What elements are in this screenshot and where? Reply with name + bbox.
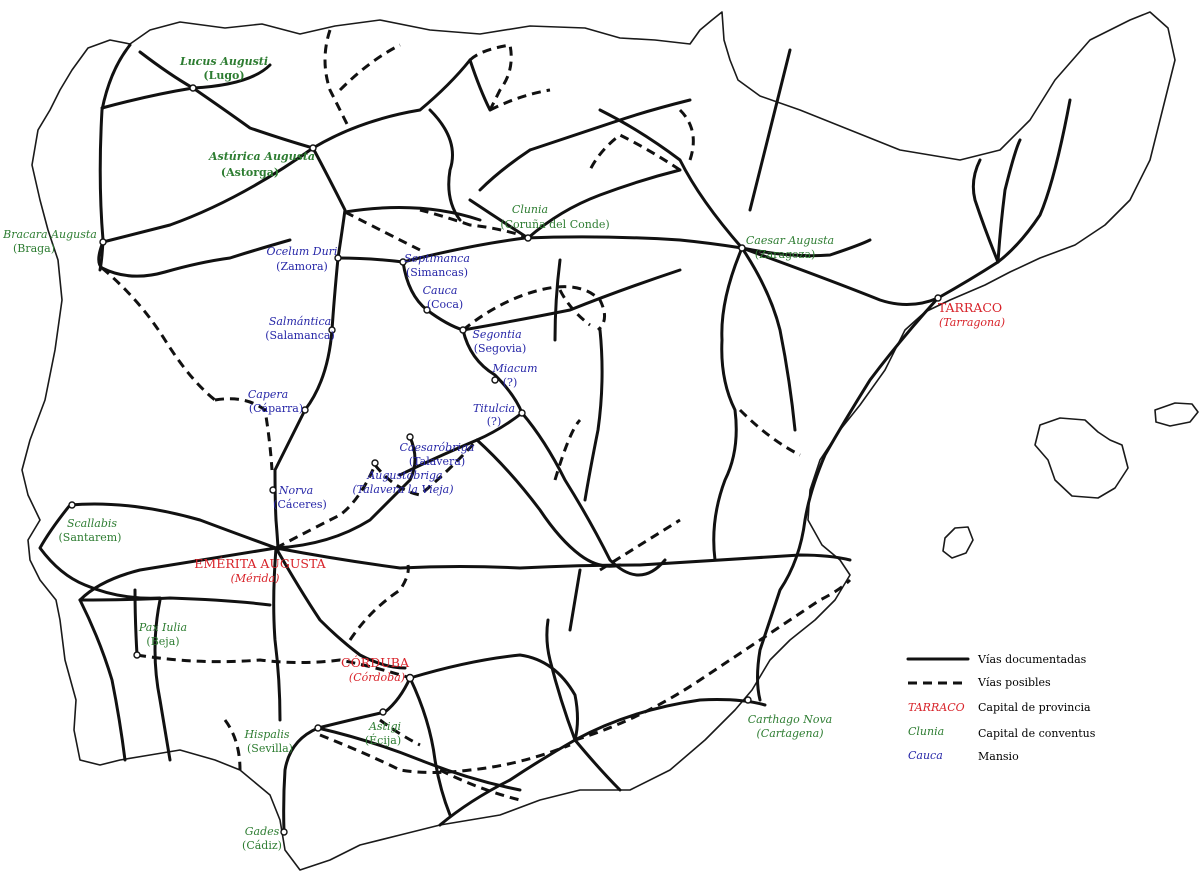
label-septimanca-modern: (Simancas) [406,266,468,279]
label-ocelum-name: Ocelum Duri [267,245,338,258]
label-gades-name: Gades [245,825,280,838]
label-titulcia-modern: (?) [487,415,501,428]
label-paxiulia-name: Pax Iulia [138,621,187,634]
node-gades [280,828,288,836]
label-corduba-name: CÓRDUBA [341,654,410,670]
label-asturica-modern: (Astorga) [221,166,279,179]
node-scallabis [68,501,76,509]
node-segontia [459,326,467,334]
label-clunia-modern: (Coruña del Conde) [500,218,609,231]
label-cauca-modern: (Coca) [427,298,463,311]
legend-mansio-example: Cauca [908,749,943,762]
legend-conventus-example: Clunia [908,725,944,738]
label-scallabis-modern: (Santarem) [59,531,122,544]
label-salmantica-name: Salmántica [269,315,331,328]
label-astigi-name: Astigi [368,720,401,733]
label-emerita-modern: (Mérida) [231,572,280,585]
label-segontia-name: Segontia [472,328,521,341]
node-augustobriga [371,459,379,467]
label-caesaraugusta-modern: (Zaragoza) [755,248,816,261]
node-capera [301,406,309,414]
legend-provincial-example: TARRACO [908,701,965,714]
node-carthago [744,696,752,704]
node-titulcia [518,409,526,417]
label-asturica-name: Astúrica Augusta [208,150,315,163]
label-caesaraugusta-name: Caesar Augusta [746,234,834,247]
label-norva-name: Norva [278,484,313,497]
node-salmantica [328,326,336,334]
node-norva [269,486,277,494]
legend-possible-label: Vías posibles [977,676,1051,689]
node-caesaraugusta [738,244,746,252]
label-corduba-modern: (Córdoba) [349,671,405,684]
label-augustobriga-name: Augustóbriga [366,469,442,482]
label-segontia-modern: (Segovia) [474,342,527,355]
label-caesarobriga-modern: (Talavera) [409,455,465,468]
place-labels: Lucus Augusti (Lugo) Astúrica Augusta (A… [2,55,1005,852]
node-caesarobriga [406,433,414,441]
label-miacum-modern: (?) [503,376,517,389]
label-hispalis-name: Hispalis [243,728,289,741]
label-norva-modern: (Cáceres) [273,498,327,511]
legend-documented-label: Vías documentadas [977,653,1087,666]
label-lucus-name: Lucus Augusti [179,55,268,68]
label-capera-name: Capera [248,388,288,401]
label-lucus-modern: (Lugo) [203,69,244,82]
legend-mansio-label: Mansio [978,750,1019,763]
node-asturica [309,144,317,152]
label-emerita-name: EMÉRITA AUGUSTA [194,556,326,571]
label-bracara-name: Bracara Augusta [2,228,97,241]
label-hispalis-modern: (Sevilla) [247,742,293,755]
label-tarraco-name: TARRACO [938,300,1002,315]
label-scallabis-name: Scallabis [67,517,117,530]
map-legend: Vías documentadas Vías posibles TARRACO … [906,653,1096,763]
label-salmantica-modern: (Salamanca) [265,329,335,342]
possible-roads [101,29,852,802]
label-capera-modern: (Cáparra) [249,402,303,415]
node-lucus [189,84,197,92]
ibiza-coastline [942,526,974,559]
label-septimanca-name: Septimanca [404,252,470,265]
node-paxiulia [133,651,141,659]
label-carthago-modern: (Cartagena) [757,727,824,740]
node-ocelum [334,254,342,262]
label-gades-modern: (Cádiz) [242,839,282,852]
node-miacum [491,376,499,384]
label-cauca-name: Cauca [423,284,458,297]
menorca-coastline [1154,402,1199,427]
label-carthago-name: Carthago Nova [748,713,832,726]
node-septimanca [399,258,407,266]
legend-provincial-label: Capital de provincia [978,701,1091,714]
node-bracara [99,238,107,246]
label-astigi-modern: (Écija) [365,733,401,747]
label-caesarobriga-name: Caesaróbriga [400,441,475,454]
node-cauca [423,306,431,314]
label-augustobriga-modern: (Talavera la Vieja) [352,483,453,496]
node-astigi [379,708,387,716]
label-paxiulia-modern: (Beja) [146,635,179,648]
peninsula-coastline [21,11,1176,871]
label-clunia-name: Clunia [512,203,548,216]
mallorca-coastline [1034,417,1129,499]
city-markers [68,84,942,836]
documented-roads [38,43,1072,834]
label-tarraco-modern: (Tarragona) [939,316,1005,329]
legend-conventus-label: Capital de conventus [978,727,1096,740]
label-ocelum-modern: (Zamora) [276,260,328,273]
label-miacum-name: Miacum [491,362,537,375]
label-titulcia-name: Titulcia [473,402,515,415]
node-hispalis [314,724,322,732]
node-corduba [405,673,415,683]
node-clunia [524,234,532,242]
label-bracara-modern: (Braga) [13,242,55,255]
node-tarraco [934,294,942,302]
